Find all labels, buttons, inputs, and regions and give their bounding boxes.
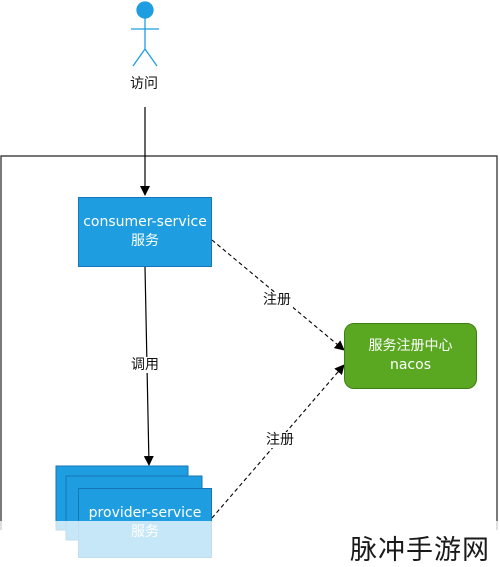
consumer-service-name: consumer-service — [83, 214, 207, 230]
system-boundary — [0, 155, 498, 530]
register-edge-label-consumer: 注册 — [261, 292, 293, 308]
provider-service-name: provider-service — [88, 505, 202, 521]
watermark-band — [0, 521, 500, 567]
call-edge-label: 调用 — [129, 357, 161, 373]
consumer-service-node[interactable]: consumer-service 服务 — [78, 197, 212, 267]
nacos-registry-title: 服务注册中心 — [368, 338, 453, 354]
watermark-text: 脉冲手游网 — [350, 535, 490, 566]
consumer-service-type: 服务 — [131, 233, 159, 249]
actor-label: 访问 — [128, 76, 160, 92]
nacos-registry-name: nacos — [389, 357, 431, 373]
nacos-registry-node[interactable]: 服务注册中心 nacos — [344, 323, 477, 389]
register-edge-label-provider: 注册 — [264, 432, 296, 448]
user-actor-icon — [131, 1, 159, 67]
